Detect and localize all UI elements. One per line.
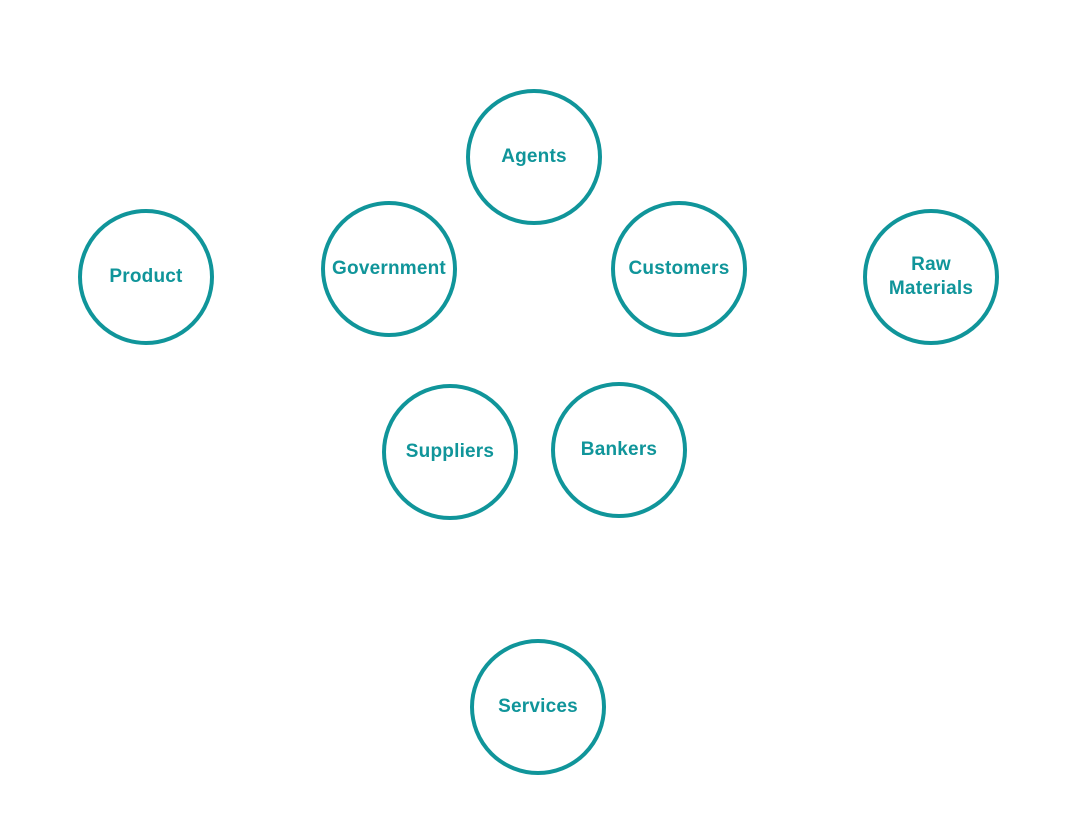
node-raw-materials: Raw Materials [863,209,999,345]
node-label-raw-materials: Raw Materials [888,254,974,299]
node-agents: Agents [466,89,602,225]
node-customers: Customers [611,201,747,337]
node-label-product: Product [109,266,183,287]
node-label-suppliers: Suppliers [405,441,495,462]
node-government: Government [321,201,457,337]
node-services: Services [470,639,606,775]
node-label-bankers: Bankers [580,439,658,460]
node-bankers: Bankers [551,382,687,518]
node-label-customers: Customers [628,258,730,279]
node-suppliers: Suppliers [382,384,518,520]
node-product: Product [78,209,214,345]
node-label-government: Government [332,258,446,279]
node-label-services: Services [498,696,578,717]
node-label-agents: Agents [501,146,567,167]
